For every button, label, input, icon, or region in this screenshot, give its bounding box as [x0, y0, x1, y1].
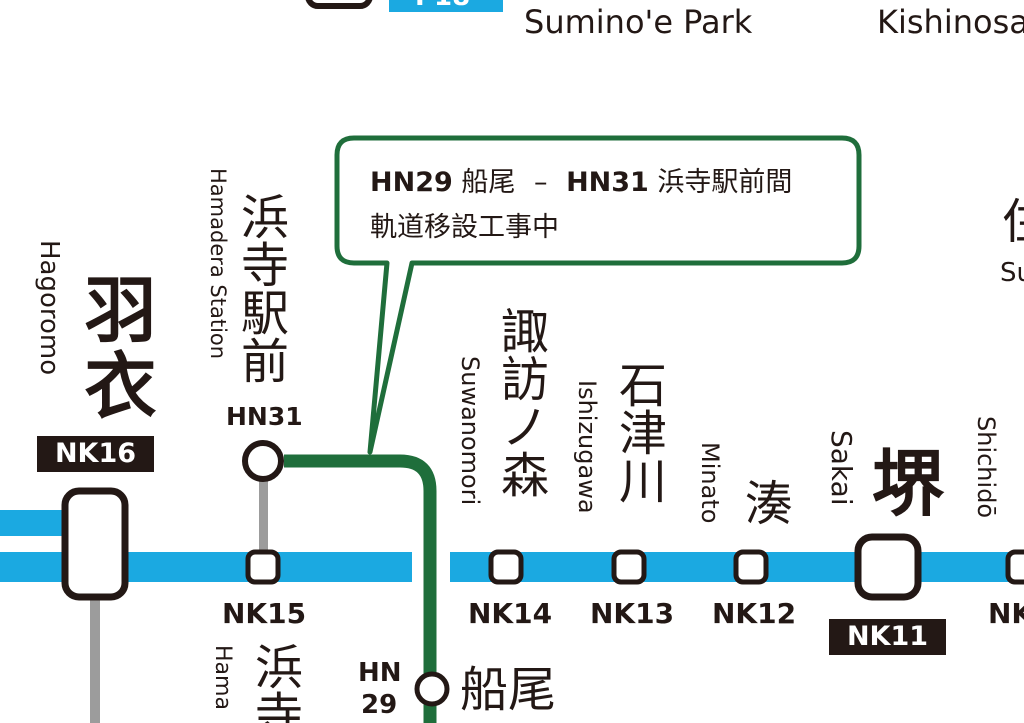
sakai-jp-label: 堺 [872, 442, 945, 526]
funao-jp-label: 船尾 [460, 662, 557, 718]
ishizugawa-code: NK13 [590, 597, 675, 630]
suwanomori-code: NK14 [468, 597, 553, 630]
funao-code-top: HN [358, 658, 402, 688]
hamadera-station-jp-label: 浜寺駅前 [232, 192, 288, 384]
top-station-marker-partial [305, 0, 373, 9]
minato-code: NK12 [712, 597, 797, 630]
suwanomori-en-label: Suwanomori [456, 356, 484, 506]
edge-station-jp-partial: 住 [1002, 198, 1024, 246]
suwanomori-jp-label: 諏訪ノ森 [492, 306, 548, 498]
station-marker-hn31 [242, 440, 284, 482]
shichido-code: NK10 [988, 597, 1024, 630]
hagoromo-code-badge: NK16 [37, 436, 154, 472]
edge-station-en-partial: Su [1000, 258, 1024, 288]
hankai-line [284, 454, 437, 723]
station-marker-nk16 [61, 487, 129, 601]
construction-callout-bubble [334, 135, 862, 455]
nk15-code: NK15 [222, 597, 307, 630]
callout-dash: – [533, 167, 548, 198]
callout-code-b: HN31 [566, 167, 649, 198]
station-marker-nk13 [611, 549, 647, 585]
callout-line-1: HN29 船尾 – HN31 浜寺駅前間 [370, 160, 792, 199]
minato-jp-label: 湊 [736, 478, 792, 526]
station-marker-hn29 [414, 671, 450, 707]
station-marker-nk15 [245, 549, 281, 585]
callout-name-b: 浜寺駅前間 [657, 167, 793, 198]
hagoromo-jp-label: 羽衣 [72, 272, 156, 424]
ishizugawa-jp-label: 石津川 [610, 360, 666, 504]
nankai-line-upper [0, 510, 62, 536]
hamadera-station-en-label: Hamadera Station [206, 168, 230, 360]
shichido-en-label: Shichidō [972, 416, 1000, 519]
spur-line-hamadera [259, 478, 268, 554]
nk15-jp-label-partial: 浜寺 [246, 642, 302, 723]
station-marker-nk11 [854, 533, 922, 601]
minato-en-label: Minato [696, 442, 724, 524]
sakai-en-label: Sakai [825, 430, 858, 506]
station-marker-nk12 [733, 549, 769, 585]
station-marker-nk14 [488, 549, 524, 585]
hamadera-station-code: HN31 [226, 402, 303, 431]
spur-line-hagoromo [90, 596, 100, 723]
nk15-en-label-partial: Hama [210, 645, 235, 710]
sakai-code-badge: NK11 [829, 619, 946, 655]
kishinosato-label: Kishinosato [877, 3, 1024, 41]
callout-code-a: HN29 [370, 167, 453, 198]
top-badge-partial-text: P18 [415, 0, 470, 10]
callout-name-a: 船尾 [461, 167, 516, 198]
funao-code-bottom: 29 [361, 690, 398, 720]
station-marker-nk10 [1005, 549, 1024, 585]
sumino-park-label: Sumino'e Park [524, 3, 753, 41]
ishizugawa-en-label: Ishizugawa [573, 380, 601, 514]
top-badge-partial [389, 0, 503, 12]
hagoromo-en-label: Hagoromo [34, 240, 64, 376]
callout-line-2: 軌道移設工事中 [370, 212, 559, 243]
